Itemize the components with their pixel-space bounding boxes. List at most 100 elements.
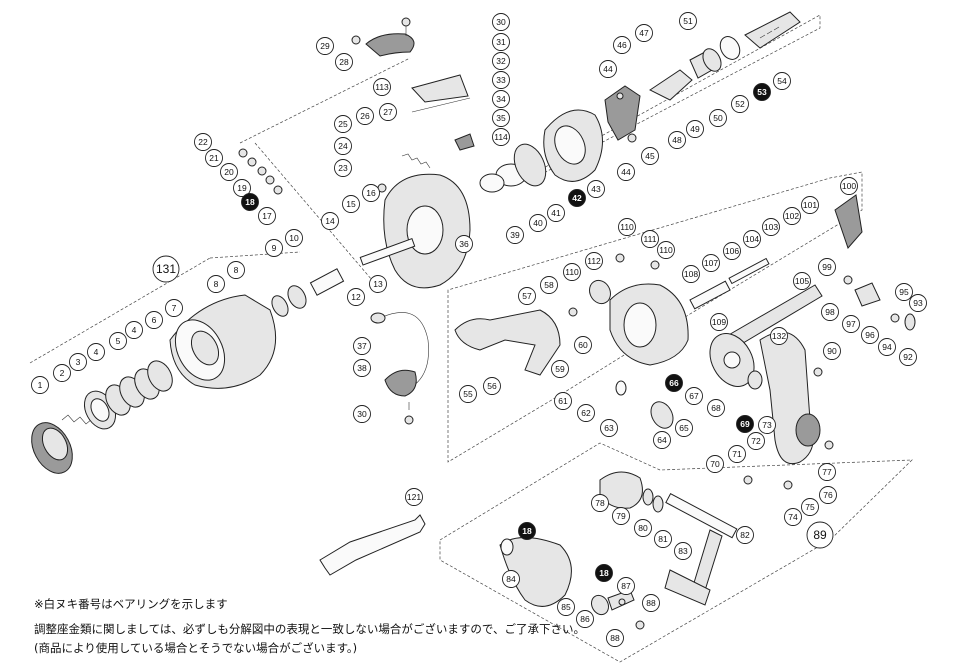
body-assembly [454,194,916,465]
svg-text:10: 10 [289,233,299,243]
part-number-label: 86 [576,610,594,628]
part-number-label: 37 [353,337,371,355]
svg-text:52: 52 [735,99,745,109]
svg-text:97: 97 [846,319,856,329]
svg-text:81: 81 [658,534,668,544]
part-number-label: 50 [709,109,727,127]
part-number-label: 80 [634,519,652,537]
svg-text:109: 109 [712,317,726,327]
svg-text:20: 20 [224,167,234,177]
svg-text:25: 25 [338,119,348,129]
part-number-label: 60 [574,336,592,354]
svg-text:78: 78 [595,498,605,508]
part-number-label: 76 [819,486,837,504]
svg-text:26: 26 [360,111,370,121]
part-number-label: 102 [783,207,801,225]
part-number-label: 24 [334,137,352,155]
svg-text:89: 89 [813,528,827,542]
part-number-label: 4 [87,343,105,361]
svg-text:68: 68 [711,403,721,413]
part-number-label: 32 [492,52,510,70]
part-number-label: 45 [641,147,659,165]
part-number-label: 84 [502,570,520,588]
part-number-label: 30 [492,13,510,31]
svg-text:44: 44 [603,64,613,74]
part-number-label: 8 [207,275,225,293]
part-number-label: 101 [801,196,819,214]
svg-text:82: 82 [740,530,750,540]
svg-text:55: 55 [463,389,473,399]
bearing-part-label: 18 [595,564,613,582]
part-number-label: 114 [492,128,510,146]
part-number-label: 51 [679,12,697,30]
svg-text:95: 95 [899,287,909,297]
svg-text:88: 88 [646,598,656,608]
svg-text:106: 106 [725,246,739,256]
part-number-label: 38 [353,359,371,377]
svg-text:85: 85 [561,602,571,612]
svg-text:108: 108 [684,269,698,279]
svg-text:107: 107 [704,258,718,268]
svg-text:87: 87 [621,581,631,591]
part-number-label: 30 [353,405,371,423]
part-number-label: 83 [674,542,692,560]
svg-text:18: 18 [522,526,532,536]
svg-text:60: 60 [578,340,588,350]
part-number-label: 12 [347,288,365,306]
bearing-part-label: 18 [518,522,536,540]
svg-text:67: 67 [689,391,699,401]
svg-text:61: 61 [558,396,568,406]
part-number-label: 17 [258,207,276,225]
svg-text:45: 45 [645,151,655,161]
svg-text:48: 48 [672,135,682,145]
part-number-label: 97 [842,315,860,333]
svg-text:50: 50 [713,113,723,123]
svg-text:23: 23 [338,163,348,173]
part-number-label: 110 [618,218,636,236]
svg-text:8: 8 [234,265,239,275]
svg-text:99: 99 [822,262,832,272]
part-number-label: 82 [736,526,754,544]
part-number-label: 44 [617,163,635,181]
part-number-label: 90 [823,342,841,360]
bearing-part-label: 66 [665,374,683,392]
part-number-label: 4 [125,321,143,339]
part-number-label: 46 [613,36,631,54]
part-number-label: 79 [612,507,630,525]
part-number-label: 27 [379,103,397,121]
usage-note: (商品により使用している場合とそうでない場合がございます。) [34,641,358,655]
part-number-label: 7 [165,299,183,317]
part-number-label: 40 [529,214,547,232]
part-number-label: 107 [702,254,720,272]
svg-text:22: 22 [198,137,208,147]
bearing-note: ※白ヌキ番号はベアリングを示します [34,597,228,611]
part-number-label: 110 [657,241,675,259]
part-number-label: 41 [547,204,565,222]
part-number-label: 109 [710,313,728,331]
part-number-label: 47 [635,24,653,42]
svg-text:32: 32 [496,56,506,66]
part-number-label: 5 [109,332,127,350]
svg-text:90: 90 [827,346,837,356]
screws [351,17,900,630]
part-number-label: 72 [747,432,765,450]
svg-text:53: 53 [757,87,767,97]
part-number-label: 103 [762,218,780,236]
part-number-label: 31 [492,33,510,51]
part-number-label: 106 [723,242,741,260]
part-number-label: 20 [220,163,238,181]
svg-text:33: 33 [496,75,506,85]
svg-text:93: 93 [913,298,923,308]
svg-text:75: 75 [805,502,815,512]
svg-text:2: 2 [60,368,65,378]
part-number-label: 105 [793,272,811,290]
part-number-label: 95 [895,283,913,301]
svg-text:44: 44 [621,167,631,177]
svg-text:28: 28 [339,57,349,67]
svg-text:113: 113 [375,82,389,92]
part-number-label: 59 [551,360,569,378]
part-number-label: 88 [642,594,660,612]
svg-text:54: 54 [777,76,787,86]
part-number-label: 112 [585,252,603,270]
svg-text:65: 65 [679,423,689,433]
